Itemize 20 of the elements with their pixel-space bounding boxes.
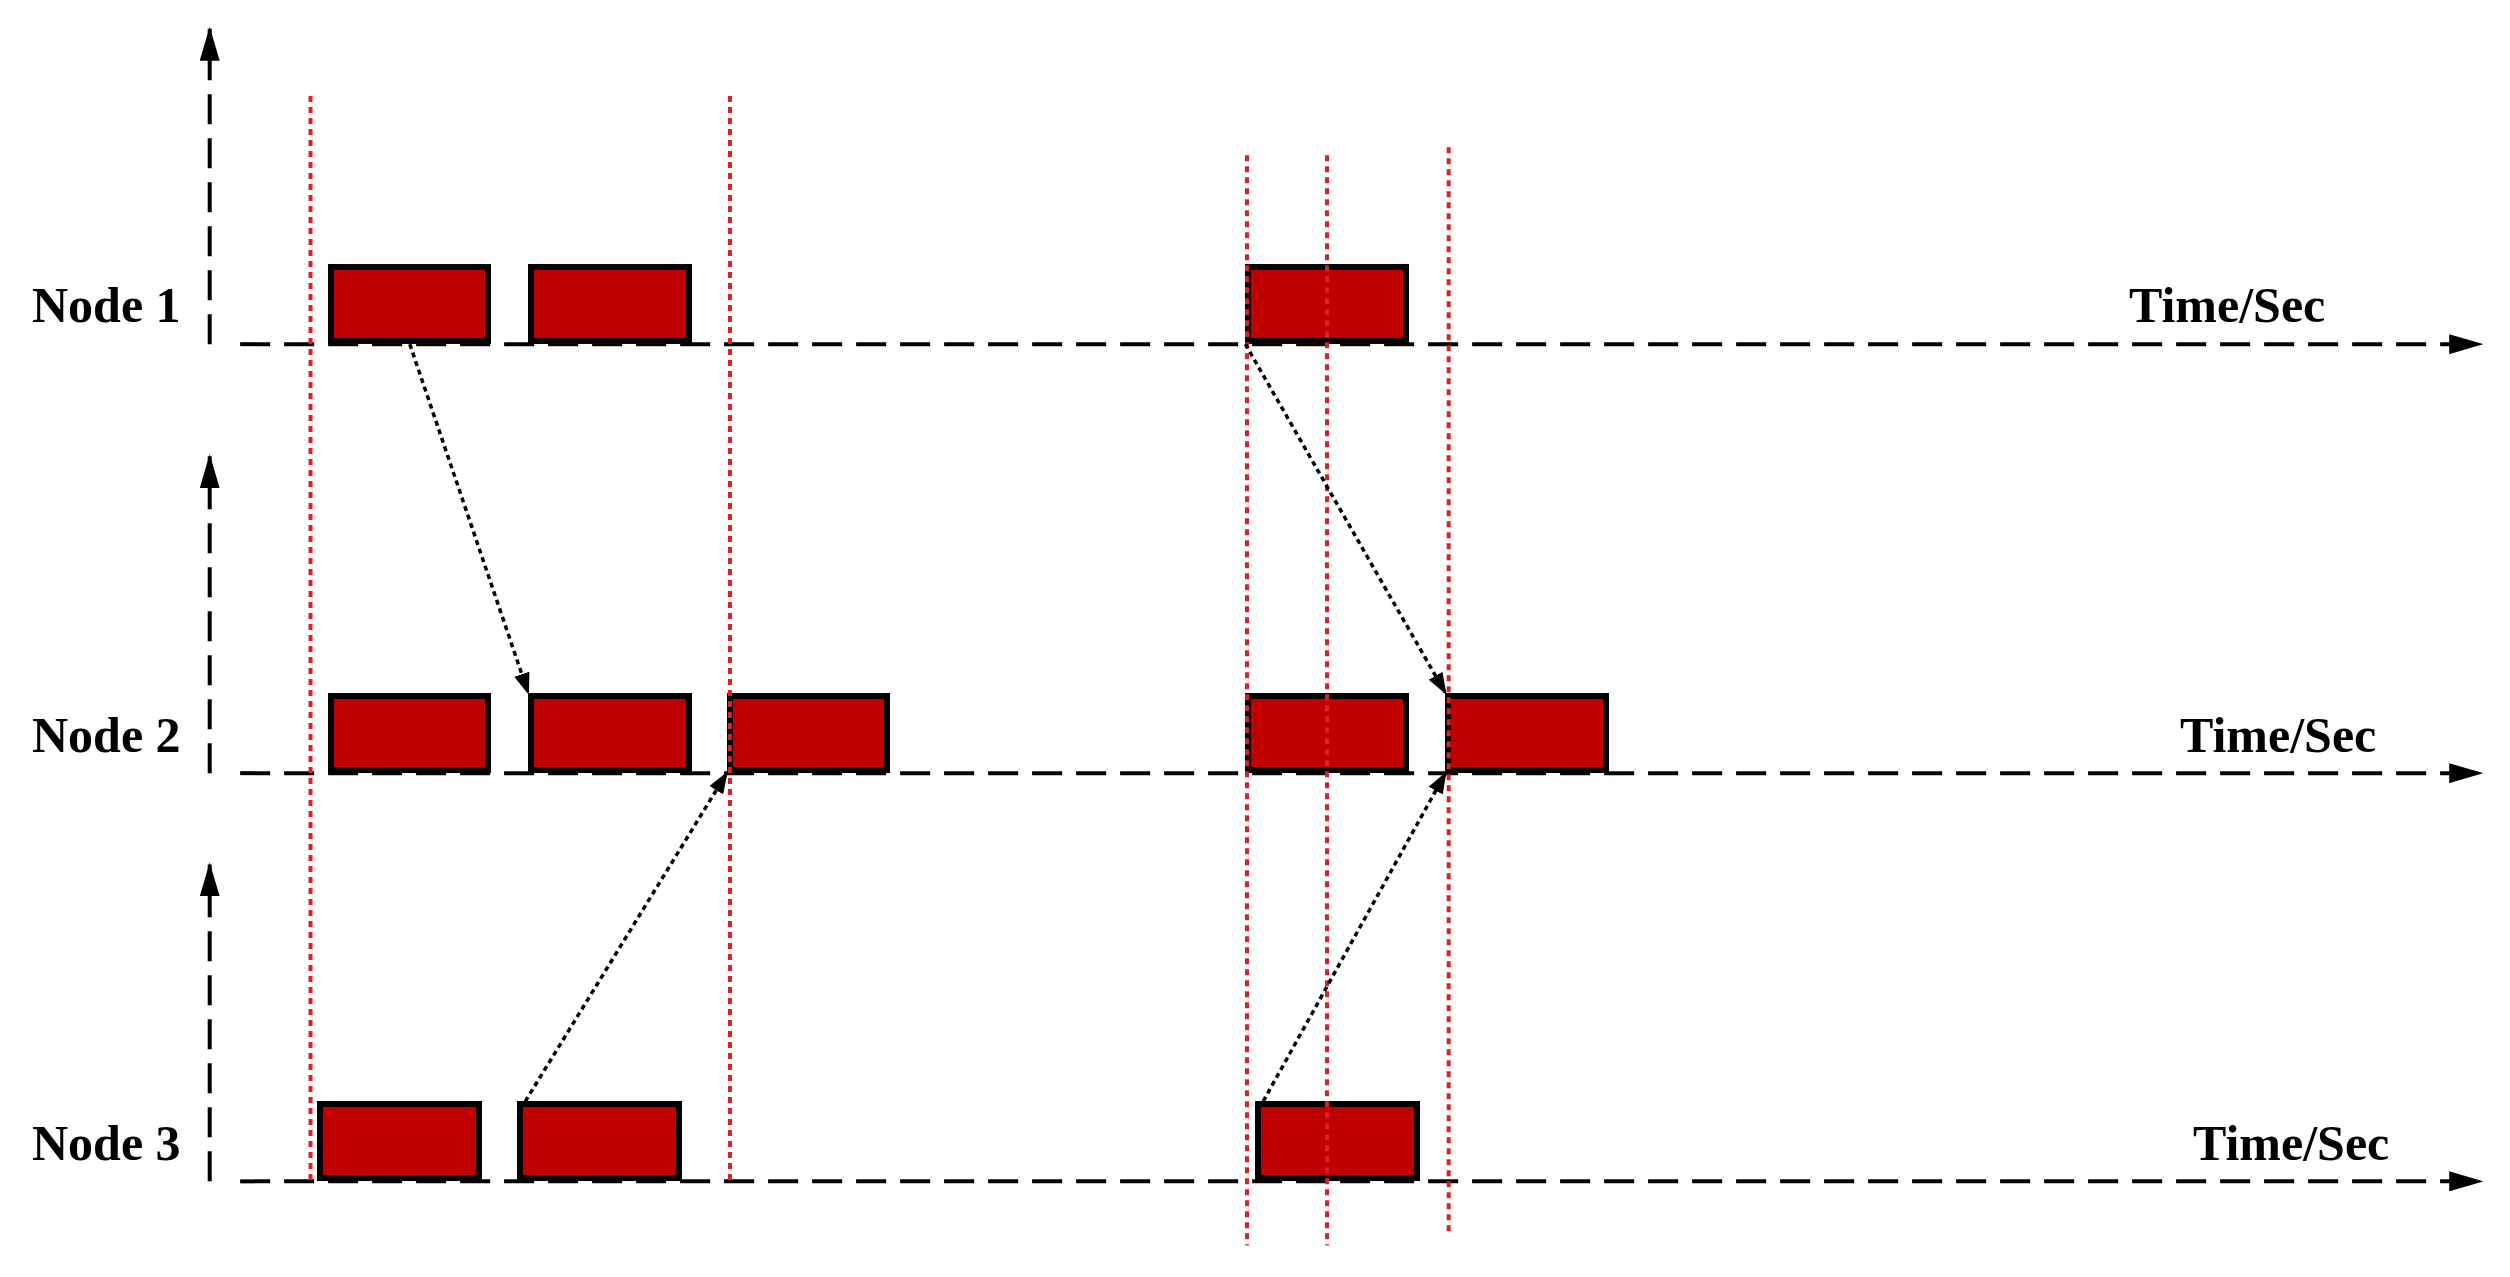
arrow [1243, 343, 1447, 695]
row-label: Node 2 [32, 710, 181, 760]
row-label: Node 3 [32, 1118, 181, 1168]
time-slot-block [328, 693, 492, 774]
time-slot-block [1245, 693, 1409, 774]
time-slot-block [1255, 1101, 1420, 1182]
axis-label: Time/Sec [2193, 1118, 2390, 1168]
time-slot-block [1445, 693, 1609, 774]
time-slot-block [726, 693, 890, 774]
time-slot-block [1245, 264, 1409, 345]
time-slot-block [517, 1101, 682, 1182]
axis-label: Time/Sec [2180, 710, 2377, 760]
time-slot-block [328, 264, 492, 345]
arrow [408, 343, 530, 696]
arrow [523, 771, 729, 1103]
time-slot-block [528, 693, 692, 774]
time-slot-block [316, 1101, 482, 1182]
row-label: Node 1 [32, 280, 181, 330]
axis-label: Time/Sec [2129, 280, 2326, 330]
time-slot-block [528, 264, 692, 345]
